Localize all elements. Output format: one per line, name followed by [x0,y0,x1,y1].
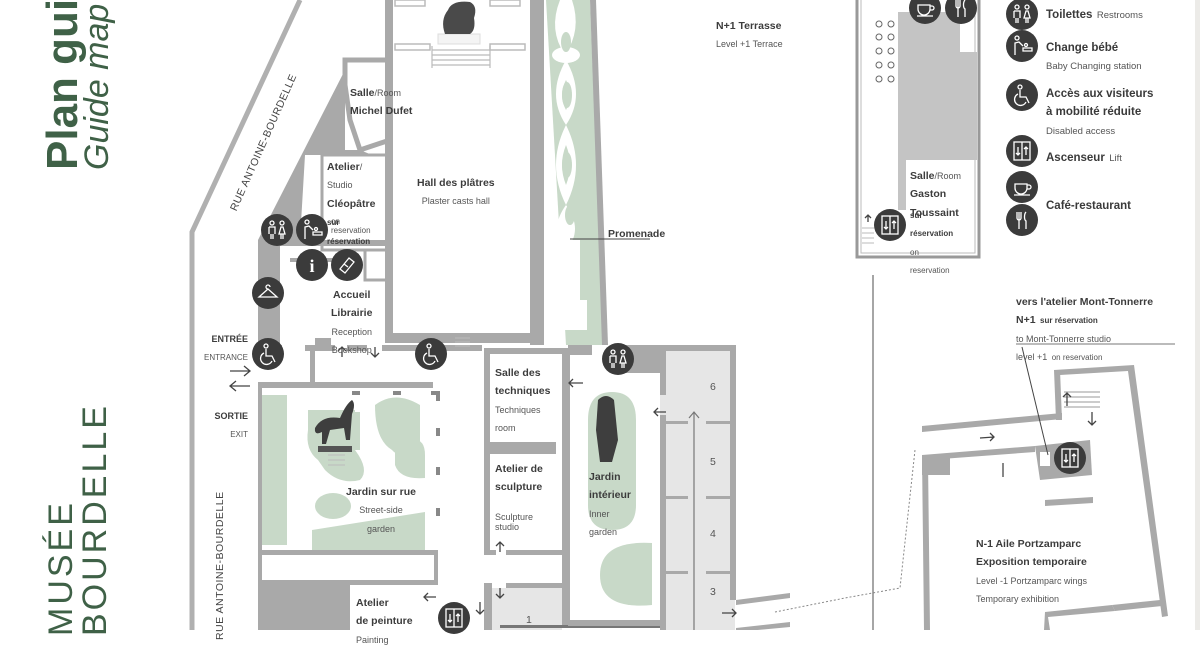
legend-restroom-label: Toilettes Restrooms [1046,9,1143,21]
gallery-number-4[interactable]: 4 [710,528,716,540]
information-icon[interactable]: i [296,249,328,281]
room-painting-studio[interactable]: Atelier de peinture Painting [356,597,413,645]
legend-baby-changing-icon [1006,30,1038,62]
legend-restaurant-icon [1006,204,1038,236]
museum-name-line2: BOURDELLE [76,403,114,636]
lift-terrace-icon[interactable] [874,209,906,241]
lift-portzamparc-icon[interactable] [1054,442,1086,474]
area-level1-terrace[interactable]: N+1 Terrasse Level +1 Terrace [716,20,783,50]
legend-baby-changing-label: Change bébé Baby Changing station [1046,42,1142,73]
lift-icon[interactable] [438,602,470,634]
restroom-icon[interactable] [261,214,293,246]
area-street-side-garden[interactable]: Jardin sur rue Street-side garden [346,486,417,534]
page-edge-strip [1195,0,1200,630]
room-sculpture-studio[interactable]: Atelier de sculpture [495,463,543,494]
ticket-icon[interactable] [331,249,363,281]
legend-lift-label: Ascenseur Lift [1046,152,1122,164]
legend-wheelchair-label: Accès aux visiteurs à mobilité réduite D… [1046,88,1154,137]
area-promenade[interactable]: Promenade [608,228,666,240]
baby-changing-icon[interactable] [296,214,328,246]
street-name-vertical: RUE ANTOINE-BOURDELLE [214,491,226,640]
area-portzamparc-wing[interactable]: N-1 Aile Portzamparc Exposition temporai… [976,538,1088,605]
wheelchair-access-entrance-icon[interactable] [252,338,284,370]
restaurant-icon[interactable] [945,0,977,24]
gallery-number-1[interactable]: 1 [526,614,532,626]
gallery-number-5[interactable]: 5 [710,456,716,468]
cafe-icon[interactable] [909,0,941,24]
gallery-number-6[interactable]: 6 [710,381,716,393]
map-subtitle: Guide map [78,3,116,170]
gallery-number-3[interactable]: 3 [710,586,716,598]
restroom-inner-icon[interactable] [602,343,634,375]
svg-text:i: i [309,256,314,276]
legend-restroom-icon [1006,0,1038,30]
mont-tonnerre-direction[interactable]: vers l'atelier Mont-Tonnerre N+1 sur rés… [1016,296,1154,363]
area-inner-garden[interactable]: Jardin intérieur Inner garden [589,471,632,538]
inner-garden-statue [596,396,618,462]
cloakroom-hanger-icon[interactable] [252,277,284,309]
legend-wheelchair-icon [1006,79,1038,111]
horse-statue [310,400,360,466]
room-hall-des-platres[interactable]: Hall des plâtres Plaster casts hall [417,177,495,207]
area-reception-bookshop[interactable]: Accueil Librairie Reception Bookshop [331,289,373,356]
gaston-reservation: sur réservation on reservation [910,211,954,276]
sculpture-statue-hall [437,1,481,45]
wheelchair-access-hall-icon[interactable] [415,338,447,370]
legend-cafe-icon [1006,171,1038,203]
room-atelier-cleopatre[interactable]: Atelier/ Studio Cléopâtre sur réservatio… [327,161,376,246]
legend-lift-icon [1006,135,1038,167]
room-gaston-toussaint[interactable]: Salle/Room Gaston Toussaint [907,164,965,224]
room-michel-dufet[interactable]: Salle/Room Michel Dufet [350,87,413,118]
legend-cafe-restaurant-label: Café-restaurant [1046,200,1131,212]
room-techniques[interactable]: Salle des techniques Techniques room [495,367,551,434]
